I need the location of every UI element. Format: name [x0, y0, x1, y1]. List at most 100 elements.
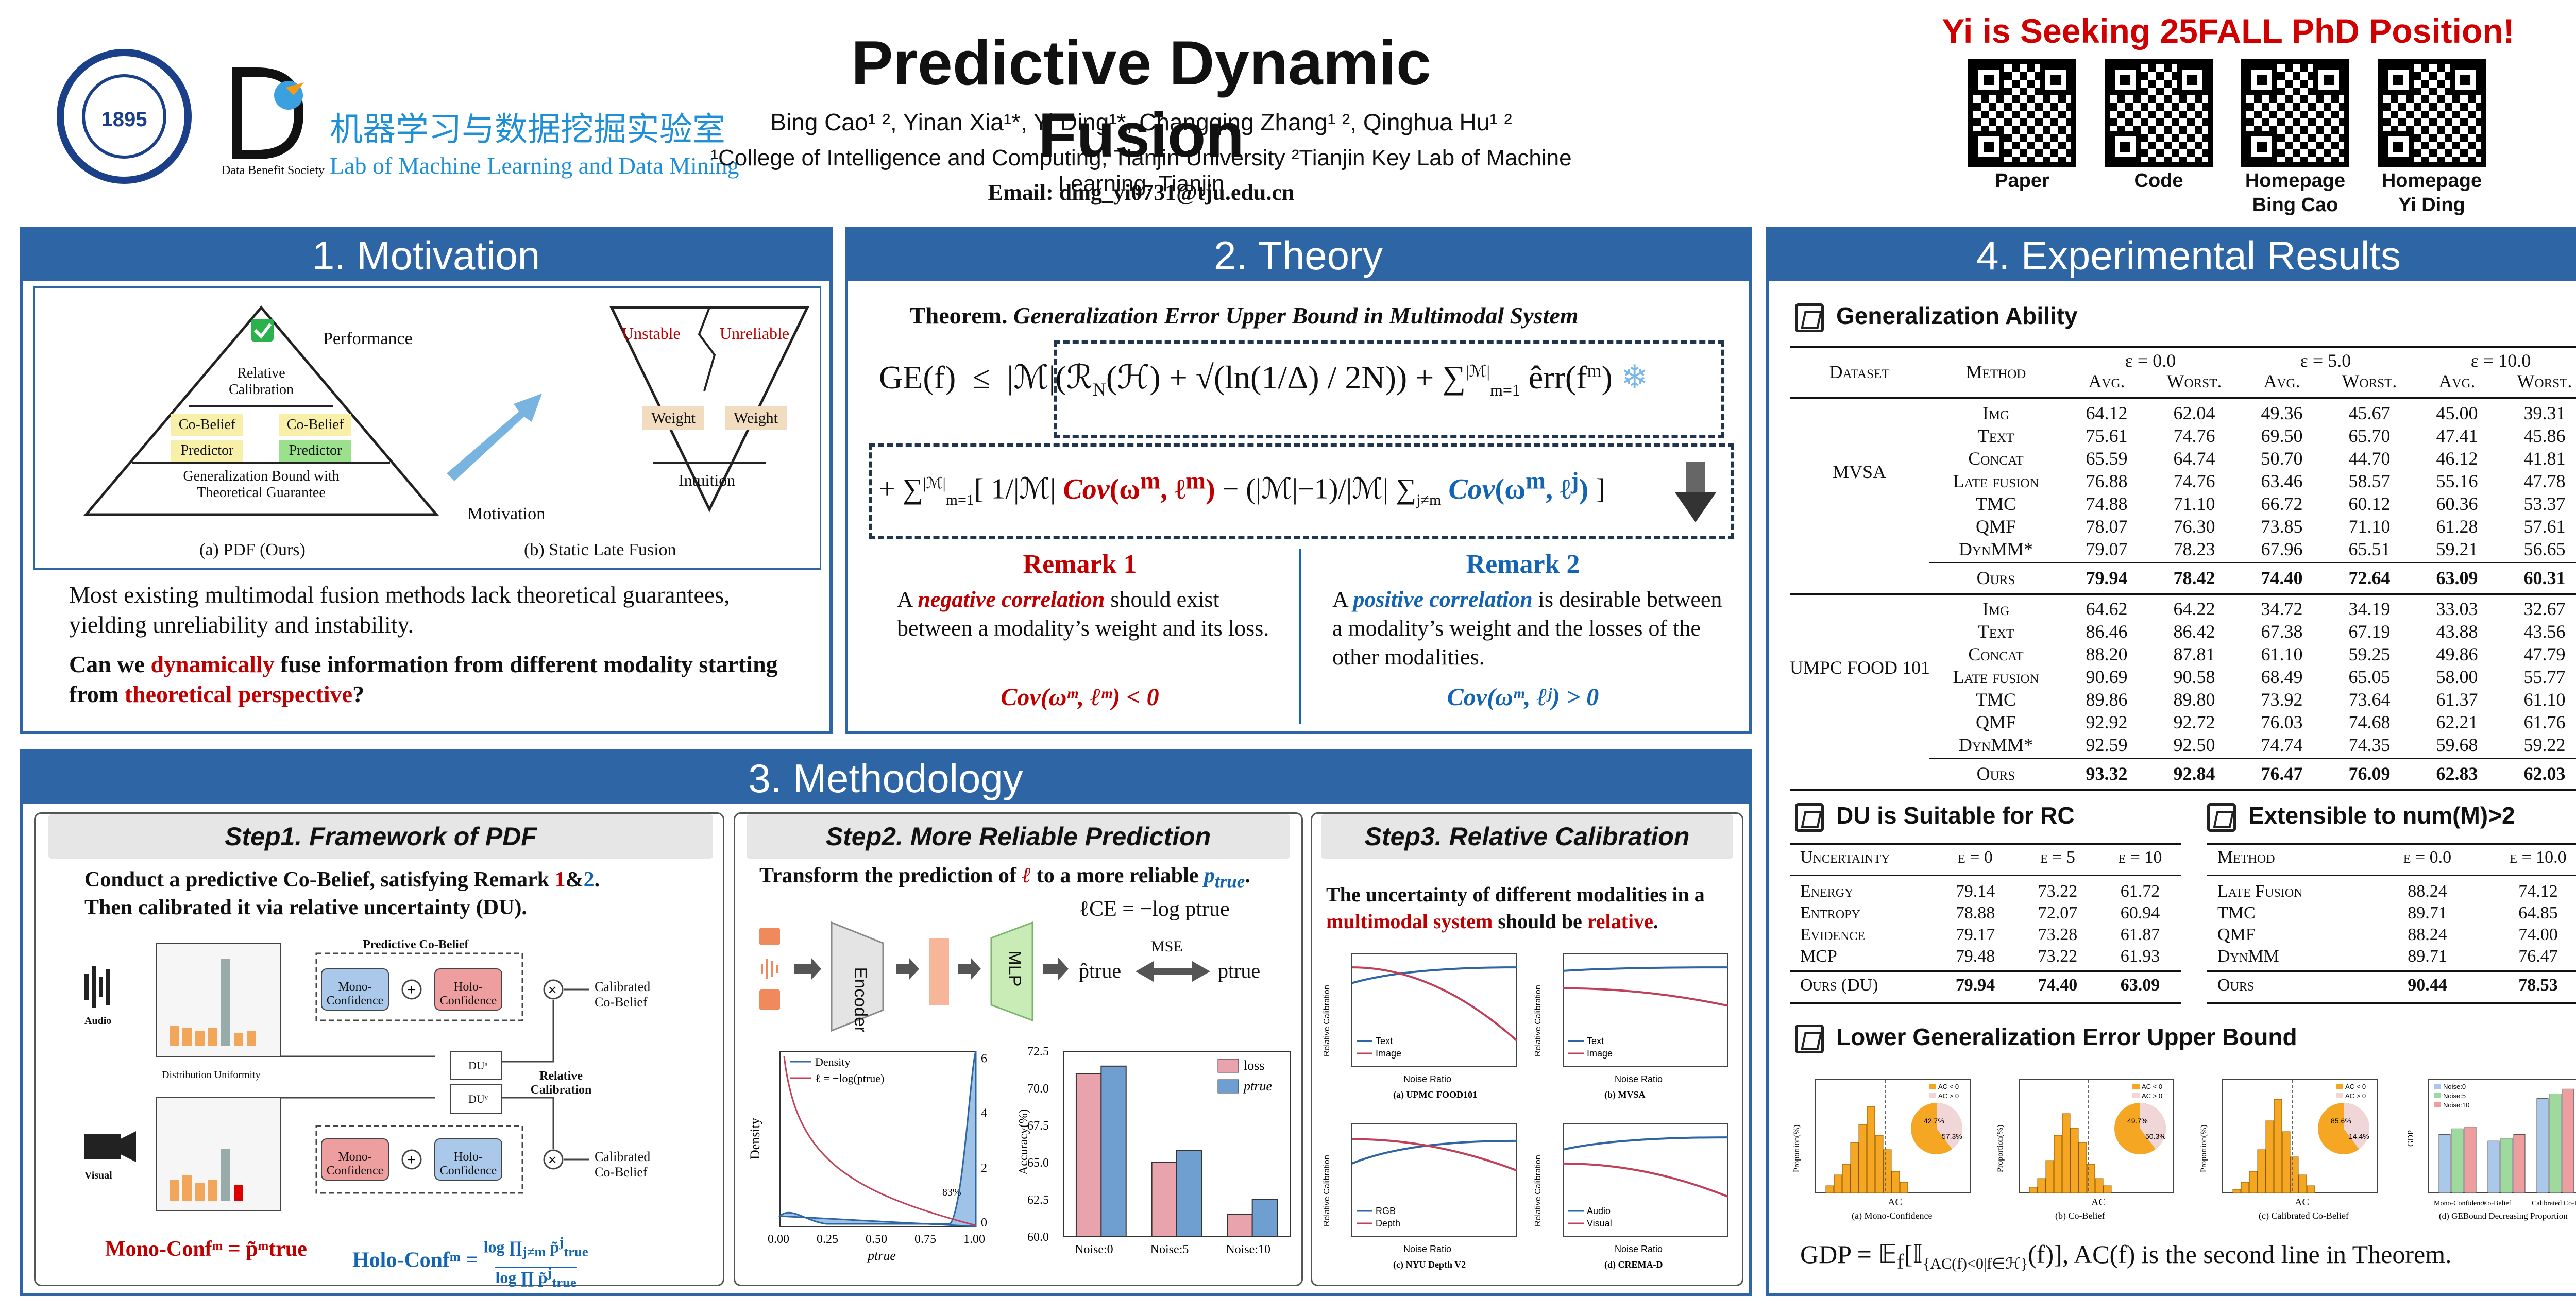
table-cell: 76.30 — [2173, 516, 2215, 537]
table-cell: MCP — [1800, 947, 1837, 966]
qr-corner — [1973, 131, 2004, 162]
ptrue-label: ptrue — [1218, 959, 1261, 982]
y-tick: 60.0 — [1027, 1231, 1049, 1244]
hist-bar — [2029, 1187, 2038, 1193]
y-label: Relative Calibration — [1323, 985, 1331, 1056]
y2-tick: 6 — [981, 1052, 987, 1065]
table-cell: 89.86 — [2086, 689, 2128, 710]
legend-swatch — [2132, 1084, 2140, 1089]
holo-conf-bottom: Holo-Confidence — [439, 1150, 497, 1178]
table-header: Uncertainty — [1800, 848, 1890, 867]
table-header: ε = 5 — [2040, 848, 2075, 867]
table-header: ε = 10.0 — [2510, 848, 2567, 867]
bar — [2536, 1098, 2549, 1193]
cube-icon — [2207, 803, 2236, 832]
table-cell: 56.65 — [2523, 539, 2566, 559]
co-belief-left: Co-Belief — [178, 417, 236, 433]
legend-label: Density — [815, 1055, 850, 1068]
svg-text:×: × — [548, 982, 556, 998]
table-cell: 32.67 — [2523, 599, 2566, 619]
qr-icon — [1968, 59, 2076, 167]
table-cell-ours: 78.53 — [2518, 976, 2558, 995]
table-cell: 73.22 — [2038, 947, 2078, 966]
table-cell: 64.62 — [2086, 599, 2128, 619]
plot-frame — [1563, 953, 1728, 1067]
qr-corner — [2246, 64, 2277, 95]
series-line — [1563, 1136, 1728, 1151]
legend-label: Depth — [1376, 1218, 1400, 1228]
plot-frame — [1563, 1123, 1728, 1237]
s2-c: to a more reliable — [1031, 864, 1204, 888]
table-cell: 73.64 — [2348, 689, 2391, 710]
table-cell: 67.96 — [2261, 539, 2303, 559]
table-cell: QMF — [1975, 712, 2016, 732]
legend-swatch — [2132, 1093, 2140, 1098]
poster-title: Predictive Dynamic Fusion — [851, 28, 1431, 170]
table-header: Method — [2217, 848, 2275, 867]
table-header: Avg. — [2438, 371, 2476, 391]
mlp-label: MLP — [1005, 950, 1025, 987]
table-cell: 47.78 — [2523, 471, 2566, 491]
table-cell-ours: 72.64 — [2348, 568, 2391, 588]
table-cell: 71.10 — [2173, 493, 2215, 514]
table-cell: 74.74 — [2261, 735, 2303, 755]
table-cell-ours: Ours (DU) — [1800, 976, 1878, 995]
step3-text: The uncertainty of different modalities … — [1326, 881, 1738, 935]
hist-bar — [1891, 1171, 1900, 1193]
table-cell: 64.85 — [2518, 903, 2558, 923]
pie-label: 42.7% — [1924, 1117, 1944, 1125]
authors: Bing Cao¹ ², Yinan Xia¹*, Yi Ding¹*, Cha… — [770, 109, 1512, 135]
table-cell: 74.88 — [2086, 493, 2128, 514]
caption-b: (b) Static Late Fusion — [524, 540, 676, 559]
qr-corner — [2110, 64, 2141, 95]
svg-text:×: × — [548, 1152, 556, 1168]
results-header: 4. Experimental Results — [1769, 230, 2576, 281]
step2-text: Transform the prediction of ℓ to a more … — [759, 864, 1250, 892]
table-cell: Img — [1982, 403, 2010, 423]
density-area — [778, 1051, 977, 1227]
qr-code[interactable]: Paper — [1968, 59, 2076, 224]
r2-b: positive correlation — [1353, 587, 1533, 612]
lower-heading: Lower Generalization Error Upper Bound — [1795, 1023, 2297, 1053]
weight-left: Weight — [651, 409, 696, 426]
table-cell: 60.12 — [2348, 493, 2391, 514]
table-cell: 72.07 — [2038, 903, 2078, 923]
hist-bar — [1834, 1174, 1842, 1193]
gdp-d: {AC(f)<0|f∈ℋ} — [1923, 1255, 2028, 1272]
table-cell: 74.12 — [2518, 882, 2558, 901]
table-cell: 78.23 — [2173, 539, 2215, 559]
table-cell: 86.42 — [2173, 621, 2215, 642]
legend-label: AC < 0 — [1938, 1083, 1959, 1090]
gdp-formula: GDP = 𝔼f[𝕀{AC(f)<0|f∈ℋ}(f)], AC(f) is th… — [1800, 1239, 2576, 1274]
table-cell-ours: 62.03 — [2523, 763, 2566, 784]
hist-bar — [2298, 1174, 2307, 1193]
down-arrow-icon — [1675, 462, 1716, 523]
legend-label: AC > 0 — [2345, 1092, 2366, 1100]
y-label: Proportion(%) — [1996, 1125, 2005, 1172]
table-rule — [1790, 875, 2181, 876]
s2-d: p — [1204, 864, 1215, 888]
table-cell-ours: 92.84 — [2173, 763, 2215, 784]
motivation-header: 1. Motivation — [23, 230, 829, 281]
table-cell: 73.28 — [2038, 925, 2078, 944]
hist-bar — [2054, 1135, 2062, 1193]
qr-corner — [2040, 64, 2071, 95]
table-cell: 60.36 — [2436, 493, 2478, 514]
annot-label: 83% — [942, 1187, 961, 1198]
y-label: Relative Calibration — [1534, 1155, 1543, 1226]
table-cell: 76.88 — [2086, 471, 2128, 491]
table-cell: 61.10 — [2261, 644, 2303, 664]
qr-code[interactable]: Code — [2105, 59, 2213, 224]
table-cell: UMPC FOOD 101 — [1790, 657, 1930, 678]
s2-b: ℓ — [1022, 864, 1031, 888]
table-cell: 65.70 — [2348, 425, 2391, 446]
hist-bar — [2241, 1182, 2249, 1193]
bar — [2451, 1128, 2464, 1193]
legend-label: AC > 0 — [2142, 1092, 2162, 1100]
